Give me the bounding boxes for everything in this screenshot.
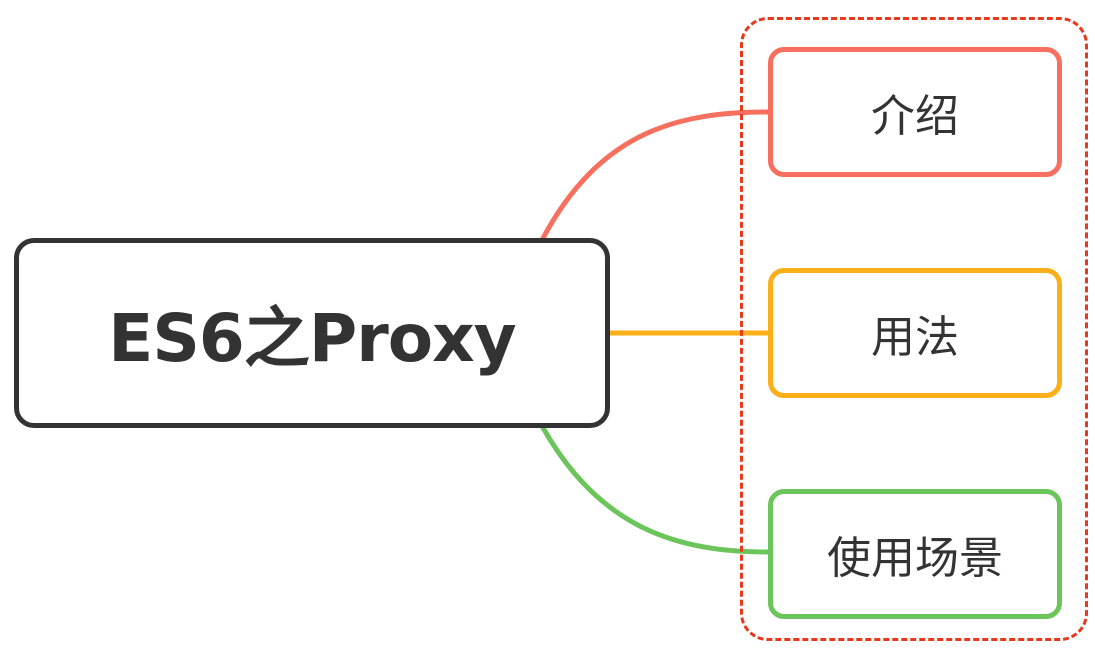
connector-intro bbox=[539, 109, 771, 243]
topic-node-intro[interactable]: 介绍 bbox=[768, 47, 1062, 177]
topic-node-usage[interactable]: 用法 bbox=[768, 268, 1062, 398]
topic-label-usage: 用法 bbox=[871, 312, 959, 363]
root-topic-node[interactable]: ES6之Proxy bbox=[14, 238, 610, 428]
root-topic-label: ES6之Proxy bbox=[108, 300, 516, 377]
connector-scenarios bbox=[539, 423, 771, 555]
topic-node-scenarios[interactable]: 使用场景 bbox=[768, 489, 1062, 619]
topic-label-scenarios: 使用场景 bbox=[827, 533, 1003, 584]
topic-label-intro: 介绍 bbox=[871, 91, 959, 142]
branch-group-frame bbox=[740, 17, 1088, 641]
